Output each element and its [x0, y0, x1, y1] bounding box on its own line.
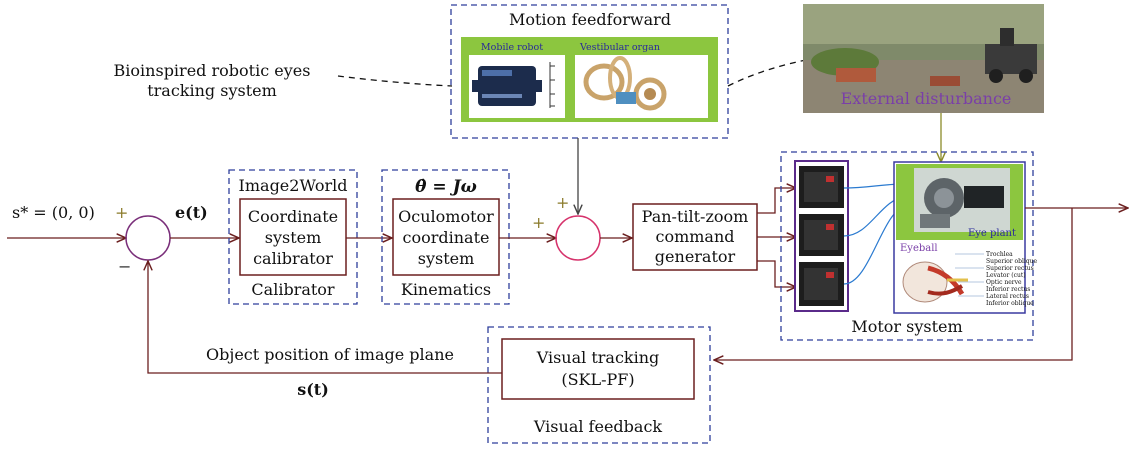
visual-feedback-group: Visual tracking (SKL-PF) Visual feedback [487, 326, 711, 444]
anatomy-label: Inferior oblique [986, 300, 1034, 307]
anatomy-labels: Trochlea Superior oblique Superior rectu… [955, 251, 1038, 307]
sum2-plus-left: + [532, 213, 545, 232]
calibrator-group: Image2World Coordinate system calibrator… [228, 169, 358, 305]
visual-feedback-footer: Visual feedback [533, 417, 662, 436]
kinematics-line2: coordinate [403, 228, 490, 247]
sum2-plus-top: + [556, 193, 569, 212]
sum1-plus-sign: + [115, 203, 128, 222]
calibrator-line1: Coordinate [248, 207, 338, 226]
calibrator-footer: Calibrator [251, 280, 335, 299]
calibrator-title: Image2World [239, 176, 348, 195]
motor-system-dashed-box [780, 151, 1034, 341]
anatomy-label: Inferior rectus [986, 286, 1030, 293]
eye-plant-photo [914, 168, 1010, 232]
system-label-line1: Bioinspired robotic eyes [114, 61, 311, 80]
vestibular-organ-label: Vestibular organ [579, 42, 660, 53]
eyeball-label: Eyeball [900, 243, 938, 254]
calibrator-line3: calibrator [253, 249, 333, 268]
feedback-signal: s(t) [297, 380, 329, 399]
imu-sensor-image [469, 55, 565, 118]
kinematics-dashed-box [381, 169, 510, 305]
sum1-minus-sign: − [118, 257, 131, 276]
anatomy-label: Superior oblique [986, 258, 1038, 265]
eyeball-anatomy-image [902, 261, 968, 303]
motor-driver-2 [799, 214, 844, 256]
motor-system-footer: Motor system [851, 317, 962, 336]
anatomy-label: Optic nerve [986, 279, 1022, 286]
mobile-robot-label: Mobile robot [481, 42, 543, 53]
anatomy-label: Trochlea [986, 251, 1013, 258]
system-label-line2: tracking system [147, 81, 277, 100]
calibrator-block [239, 198, 347, 276]
command-generator-group: Pan-tilt-zoom command generator [632, 203, 758, 271]
summing-junction-1 [125, 215, 171, 261]
external-disturbance-label: External disturbance [841, 89, 1012, 108]
anatomy-label: Superior rectus [986, 265, 1034, 272]
kinematics-line1: Oculomotor [398, 207, 494, 226]
vestibular-organ-image [575, 55, 708, 118]
anatomy-label: Levator (cut) [986, 272, 1026, 279]
visual-tracking-block [501, 338, 695, 400]
generator-line2: command [655, 227, 734, 246]
motion-feedforward-box [450, 4, 729, 139]
error-signal: e(t) [175, 203, 208, 222]
summing-junction-2 [555, 215, 601, 261]
command-generator-block [632, 203, 758, 271]
output-feedback-line [714, 208, 1073, 360]
object-position-label: Object position of image plane [206, 345, 454, 364]
system-pointer-line [337, 75, 453, 87]
calibrator-dashed-box [228, 169, 358, 305]
visual-tracking-line2: (SKL-PF) [561, 370, 634, 389]
kinematics-line3: system [418, 249, 475, 268]
motion-feedforward-group: Motion feedforward Mobile robot Vestibul… [450, 4, 729, 139]
kinematics-group: θ̇ = Jω Oculomotor coordinate system Kin… [381, 169, 510, 305]
kinematics-block [392, 198, 500, 276]
external-disturbance-photo [803, 4, 1044, 113]
generator-line1: Pan-tilt-zoom [642, 207, 749, 226]
calibrator-line2: system [265, 228, 322, 247]
eye-plant-label: Eye plant [968, 228, 1016, 239]
generator-to-driver1-arrow [757, 188, 796, 214]
generator-to-driver3-arrow [757, 260, 796, 287]
motor-system-group: Eye plant Eyeball Trochlea Superior obli… [780, 151, 1038, 341]
generator-line3: generator [655, 247, 736, 266]
reference-signal: s* = (0, 0) [12, 203, 95, 222]
feedback-arrow [148, 261, 502, 374]
kinematics-equation: θ̇ = Jω [415, 177, 477, 197]
motor-driver-1 [799, 166, 844, 208]
motion-feedforward-title: Motion feedforward [509, 10, 671, 29]
kinematics-footer: Kinematics [401, 280, 491, 299]
anatomy-label: Lateral rectus [986, 293, 1029, 300]
motor-driver-3 [799, 262, 844, 306]
visual-tracking-line1: Visual tracking [536, 348, 660, 367]
visual-feedback-dashed-box [487, 326, 711, 444]
